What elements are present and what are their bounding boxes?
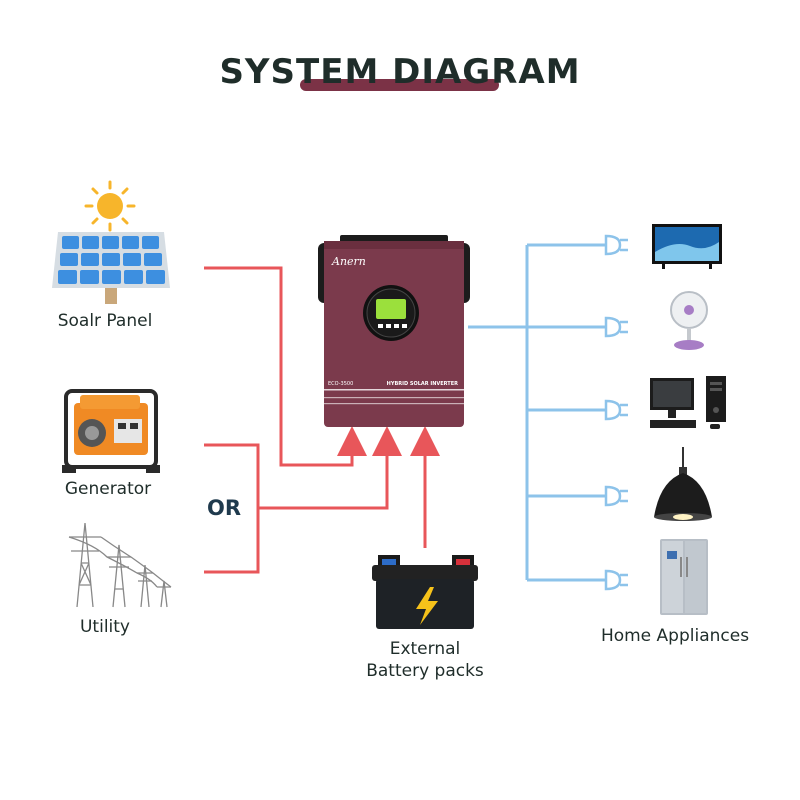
plug-icon: [604, 399, 628, 421]
ac-input-line: [258, 426, 402, 510]
desktop-computer-icon: [650, 376, 726, 429]
utility-label: Utility: [79, 617, 130, 637]
battery-label-line2: Battery packs: [366, 661, 484, 681]
output-lines: [468, 243, 606, 582]
inverter-model-text: ECO-3500: [328, 381, 353, 387]
hybrid-inverter-device: Anern ECO-3500 HYBRID SOLAR INVERTER: [318, 235, 470, 427]
solar-panel-icon: [52, 180, 170, 304]
inverter-caption-text: HYBRID SOLAR INVERTER: [387, 381, 458, 387]
plug-icon: [604, 569, 628, 591]
pendant-lamp-icon: [654, 447, 712, 521]
lcd-display: [376, 299, 406, 319]
plug-icon: [604, 234, 628, 256]
fan-icon: [670, 291, 708, 350]
solar-panel-label: Soalr Panel: [57, 311, 153, 331]
sun-icon: [84, 180, 136, 232]
battery-label-line1: External: [389, 639, 461, 659]
page-title: SYSTEM DIAGRAM: [219, 52, 581, 92]
tv-icon: [652, 224, 722, 269]
inverter-brand-text: Anern: [331, 255, 366, 268]
battery-icon: [372, 555, 478, 629]
refrigerator-icon: [660, 539, 708, 615]
title-underline: [300, 79, 499, 91]
utility-tower-icon: [68, 522, 172, 608]
generator-icon: [62, 389, 160, 473]
home-appliances-label: Home Appliances: [600, 626, 750, 646]
input-lines: [204, 266, 440, 574]
generator-label: Generator: [64, 479, 152, 499]
or-label: OR: [207, 496, 242, 520]
plug-icon: [604, 316, 628, 338]
plug-icon: [604, 485, 628, 507]
solar-input-line: [204, 266, 367, 467]
